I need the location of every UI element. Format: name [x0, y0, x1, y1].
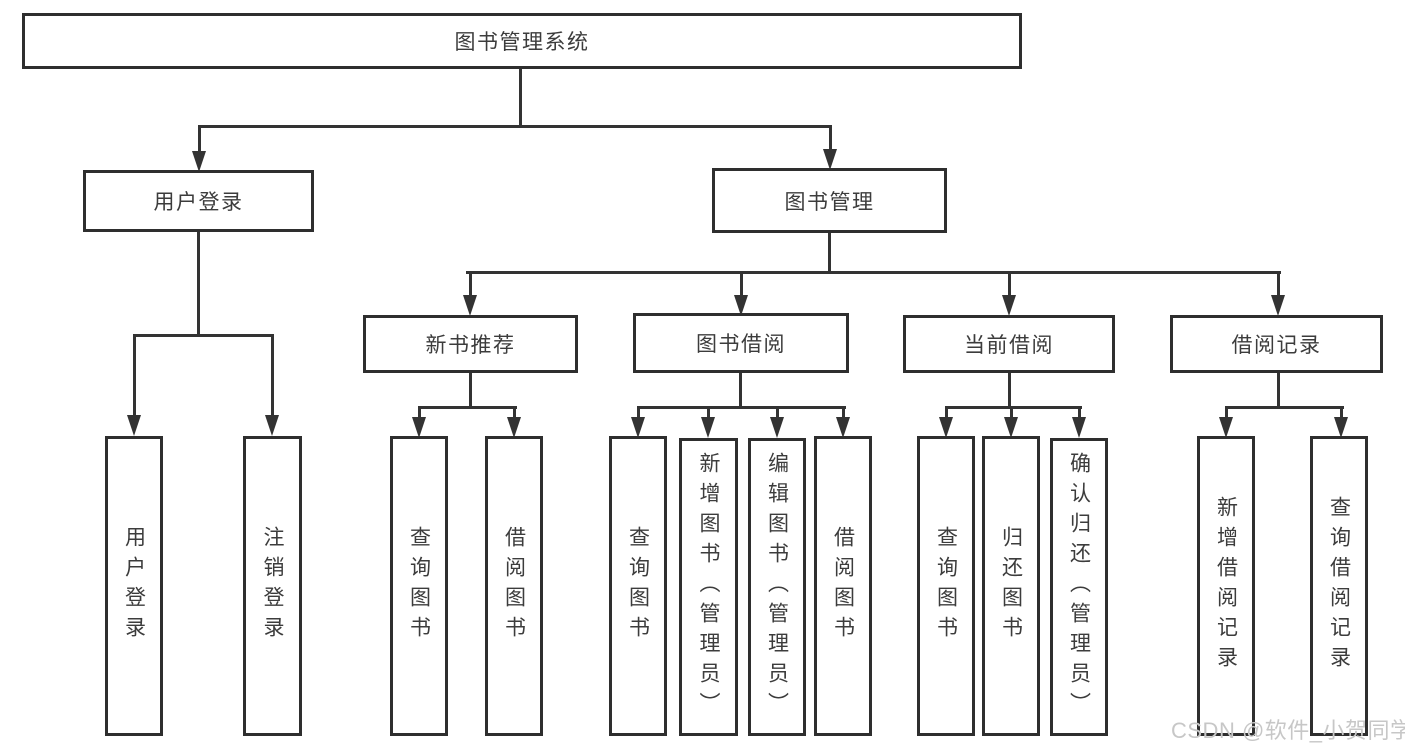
node-leaf-user-login-label: 用户登录 — [122, 526, 146, 646]
connector-cb-rail — [945, 406, 1082, 409]
arrow-to-book-borrow — [733, 273, 749, 316]
node-leaf-rec-borrow-book: 借阅图书 — [485, 436, 543, 736]
node-root-label: 图书管理系统 — [454, 31, 590, 54]
node-leaf-bb-borrow-book: 借阅图书 — [814, 436, 872, 736]
node-new-book-rec-label: 新书推荐 — [425, 334, 516, 357]
node-new-book-rec: 新书推荐 — [363, 315, 578, 373]
node-root: 图书管理系统 — [22, 13, 1022, 69]
arrow-bb-leaf-2 — [700, 408, 716, 438]
connector-level3-rail — [466, 271, 1281, 274]
node-leaf-user-login: 用户登录 — [105, 436, 163, 736]
arrow-to-leaf-logout — [264, 336, 280, 436]
node-current-borrow-label: 当前借阅 — [964, 334, 1054, 357]
node-user-login: 用户登录 — [83, 170, 314, 232]
node-current-borrow: 当前借阅 — [903, 315, 1115, 373]
node-user-login-label: 用户登录 — [153, 191, 244, 214]
connector-bb-stem — [739, 373, 742, 408]
node-leaf-br-query-record: 查询借阅记录 — [1310, 436, 1368, 736]
arrow-br-leaf-2 — [1333, 408, 1349, 438]
arrow-cb-leaf-1 — [938, 408, 954, 438]
arrow-to-book-mgmt — [822, 127, 838, 170]
connector-rec-rail — [418, 406, 517, 409]
connector-cb-stem — [1008, 373, 1011, 408]
node-leaf-logout: 注销登录 — [243, 436, 302, 736]
node-borrow-record: 借阅记录 — [1170, 315, 1383, 373]
connector-root-stem — [519, 69, 522, 127]
node-leaf-br-add-record-label: 新增借阅记录 — [1214, 496, 1238, 676]
node-leaf-bb-add-book-admin: 新增图书（管理员） — [679, 438, 738, 736]
node-leaf-bb-query-book: 查询图书 — [609, 436, 667, 736]
arrow-bb-leaf-3 — [769, 408, 785, 438]
arrow-to-user-login — [191, 127, 207, 172]
arrow-to-current-borrow — [1001, 273, 1017, 316]
node-leaf-br-add-record: 新增借阅记录 — [1197, 436, 1255, 736]
node-leaf-br-query-record-label: 查询借阅记录 — [1327, 496, 1351, 676]
node-leaf-bb-edit-book-admin-label: 编辑图书（管理员） — [765, 452, 789, 722]
connector-user-login-rail — [133, 334, 274, 337]
node-leaf-bb-edit-book-admin: 编辑图书（管理员） — [748, 438, 806, 736]
arrow-to-new-book-rec — [462, 273, 478, 316]
node-book-mgmt-label: 图书管理 — [784, 190, 875, 214]
node-leaf-cb-query-book-label: 查询图书 — [934, 526, 958, 646]
connector-br-rail — [1225, 406, 1344, 409]
connector-book-mgmt-stem — [828, 232, 831, 273]
node-leaf-cb-query-book: 查询图书 — [917, 436, 975, 736]
connector-bb-rail — [637, 406, 846, 409]
connector-rec-stem — [469, 373, 472, 408]
arrow-bb-leaf-4 — [835, 408, 851, 438]
node-leaf-cb-return-book: 归还图书 — [982, 436, 1040, 736]
connector-level2-rail — [198, 125, 832, 128]
node-leaf-bb-query-book-label: 查询图书 — [626, 526, 650, 646]
arrow-to-borrow-record — [1270, 273, 1286, 316]
arrow-br-leaf-1 — [1218, 408, 1234, 438]
node-leaf-bb-add-book-admin-label: 新增图书（管理员） — [697, 452, 720, 722]
connector-br-stem — [1277, 373, 1280, 408]
arrow-rec-leaf-2 — [506, 408, 522, 438]
arrow-bb-leaf-1 — [630, 408, 646, 438]
node-leaf-rec-query-book-label: 查询图书 — [407, 526, 431, 646]
node-book-borrow: 图书借阅 — [633, 313, 849, 373]
node-book-mgmt: 图书管理 — [712, 168, 947, 233]
node-book-borrow-label: 图书借阅 — [696, 333, 786, 356]
arrow-cb-leaf-3 — [1071, 408, 1087, 438]
arrow-cb-leaf-2 — [1003, 408, 1019, 438]
node-leaf-rec-borrow-book-label: 借阅图书 — [502, 526, 526, 646]
node-leaf-bb-borrow-book-label: 借阅图书 — [831, 526, 855, 646]
arrow-to-leaf-user-login — [126, 336, 142, 436]
node-leaf-rec-query-book: 查询图书 — [390, 436, 448, 736]
node-leaf-cb-return-book-label: 归还图书 — [999, 526, 1023, 646]
node-leaf-cb-confirm-return-admin-label: 确认归还（管理员） — [1067, 452, 1091, 722]
connector-user-login-stem — [197, 231, 200, 336]
node-leaf-logout-label: 注销登录 — [261, 526, 284, 646]
csdn-watermark: CSDN @软件_小贺同学 — [1171, 718, 1405, 743]
arrow-rec-leaf-1 — [411, 408, 427, 438]
node-borrow-record-label: 借阅记录 — [1231, 334, 1322, 357]
node-leaf-cb-confirm-return-admin: 确认归还（管理员） — [1050, 438, 1108, 736]
